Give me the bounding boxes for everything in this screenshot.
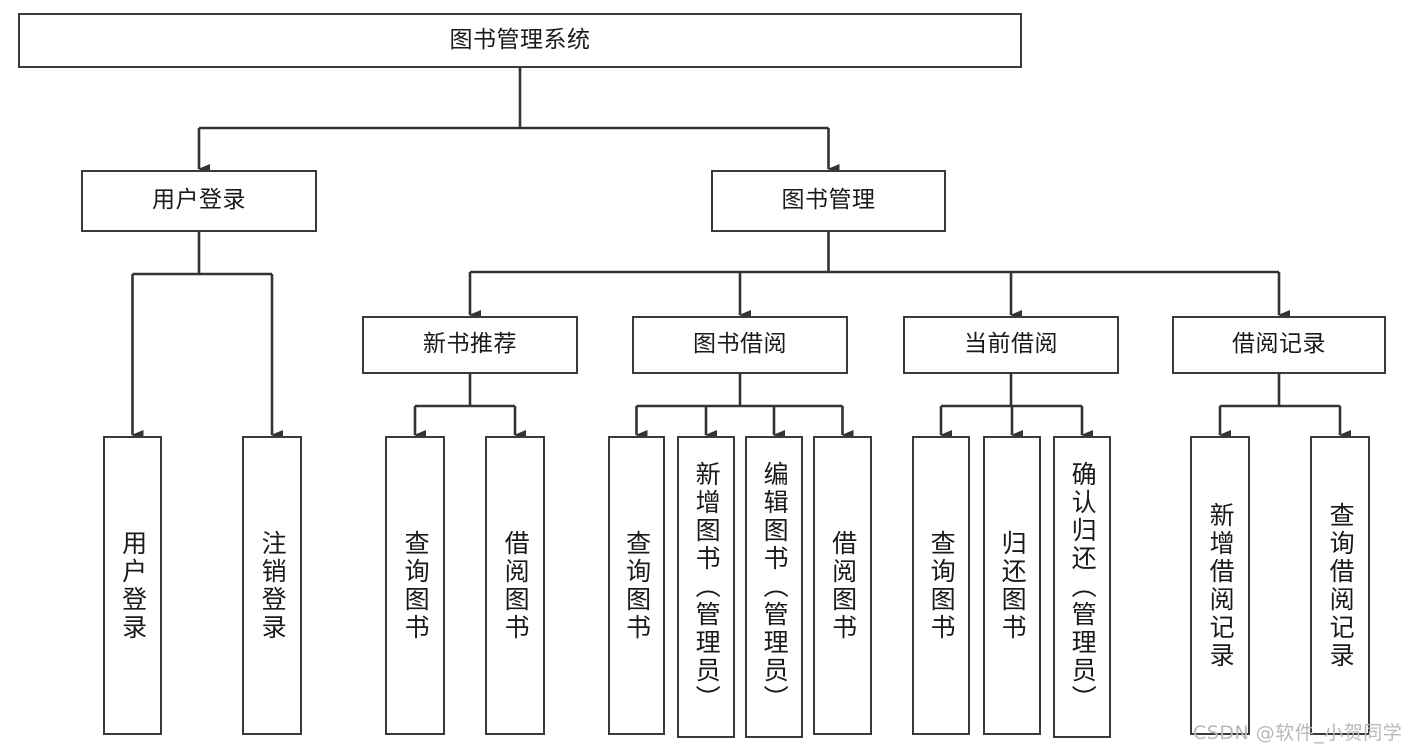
node-label-book-manage: 图书管理 bbox=[781, 187, 876, 214]
node-label-leaf-add-book: 新增图书（管理员） bbox=[692, 461, 722, 713]
node-label-new-book-rec: 新书推荐 bbox=[423, 331, 517, 358]
connector-lines bbox=[131, 68, 1351, 440]
node-leaf-edit-book[interactable]: 编辑图书（管理员） bbox=[745, 436, 803, 738]
node-label-leaf-user-logout: 注销登录 bbox=[258, 529, 288, 642]
node-label-leaf-query-record: 查询借阅记录 bbox=[1326, 501, 1356, 670]
node-new-book-rec[interactable]: 新书推荐 bbox=[362, 316, 578, 374]
node-label-leaf-edit-book: 编辑图书（管理员） bbox=[760, 461, 790, 713]
node-label-leaf-query-book-2: 查询图书 bbox=[622, 529, 652, 642]
node-root[interactable]: 图书管理系统 bbox=[18, 13, 1022, 68]
node-label-leaf-borrow-book-2: 借阅图书 bbox=[828, 529, 858, 642]
node-borrow-record[interactable]: 借阅记录 bbox=[1172, 316, 1386, 374]
node-label-leaf-confirm-return: 确认归还（管理员） bbox=[1068, 461, 1098, 713]
node-leaf-confirm-return[interactable]: 确认归还（管理员） bbox=[1053, 436, 1111, 738]
node-label-leaf-query-book-1: 查询图书 bbox=[401, 529, 431, 642]
node-leaf-user-logout[interactable]: 注销登录 bbox=[242, 436, 302, 735]
node-leaf-query-book-3[interactable]: 查询图书 bbox=[912, 436, 970, 735]
node-label-leaf-query-book-3: 查询图书 bbox=[927, 529, 957, 642]
node-leaf-query-book-2[interactable]: 查询图书 bbox=[608, 436, 665, 735]
node-book-borrow[interactable]: 图书借阅 bbox=[632, 316, 848, 374]
node-label-user-login: 用户登录 bbox=[152, 187, 246, 214]
node-leaf-query-book-1[interactable]: 查询图书 bbox=[385, 436, 445, 735]
node-leaf-add-record[interactable]: 新增借阅记录 bbox=[1190, 436, 1250, 735]
node-leaf-add-book[interactable]: 新增图书（管理员） bbox=[677, 436, 735, 738]
node-leaf-return-book[interactable]: 归还图书 bbox=[983, 436, 1041, 735]
node-leaf-query-record[interactable]: 查询借阅记录 bbox=[1310, 436, 1370, 735]
node-user-login[interactable]: 用户登录 bbox=[81, 170, 317, 232]
node-label-leaf-user-login: 用户登录 bbox=[118, 529, 148, 642]
node-current-borrow[interactable]: 当前借阅 bbox=[903, 316, 1119, 374]
node-leaf-user-login[interactable]: 用户登录 bbox=[103, 436, 162, 735]
node-book-manage[interactable]: 图书管理 bbox=[711, 170, 946, 232]
node-label-leaf-return-book: 归还图书 bbox=[998, 529, 1028, 642]
node-leaf-borrow-book-2[interactable]: 借阅图书 bbox=[813, 436, 872, 735]
node-label-root: 图书管理系统 bbox=[449, 26, 591, 53]
node-label-leaf-borrow-book-1: 借阅图书 bbox=[501, 529, 531, 642]
node-leaf-borrow-book-1[interactable]: 借阅图书 bbox=[485, 436, 545, 735]
node-label-book-borrow: 图书借阅 bbox=[693, 331, 787, 358]
node-label-borrow-record: 借阅记录 bbox=[1232, 331, 1326, 358]
node-label-leaf-add-record: 新增借阅记录 bbox=[1206, 501, 1236, 670]
node-label-current-borrow: 当前借阅 bbox=[964, 331, 1058, 358]
